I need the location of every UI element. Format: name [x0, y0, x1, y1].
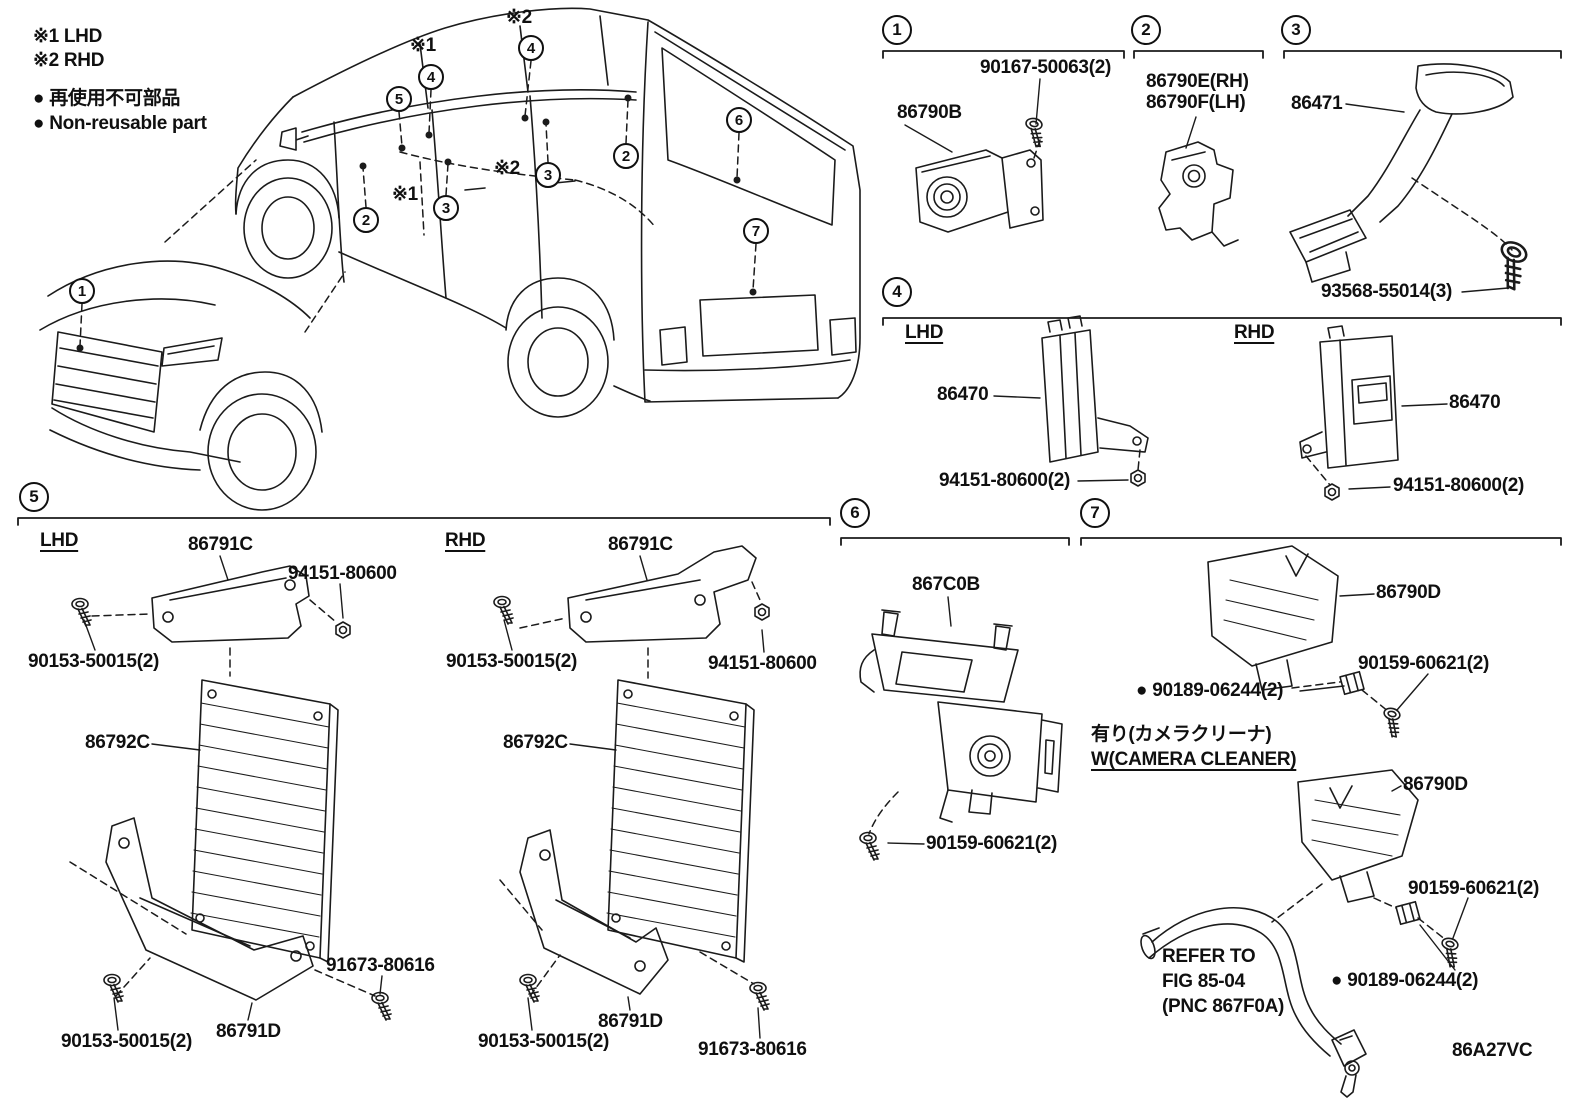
- part-number-86791D: 86791D: [216, 1021, 281, 1042]
- part-number-91673-80616: 91673-80616: [698, 1039, 807, 1060]
- vehicle-callout-3: 3: [535, 162, 561, 188]
- part-867C0B-drawing: [859, 609, 1063, 861]
- part-number-90159-60621: 90159-60621(2): [1408, 878, 1540, 899]
- vehicle-callout-2: 2: [613, 143, 639, 169]
- part-number-94151-80600: 94151-80600: [288, 563, 397, 584]
- camera-cleaner-note-en: W(CAMERA CLEANER): [1091, 749, 1297, 770]
- part-number-86471: 86471: [1291, 93, 1343, 114]
- part-number-86791C: 86791C: [188, 534, 253, 555]
- legend-jp-text: 再使用不可部品: [49, 88, 181, 109]
- drawing-code: 86A27VC: [1452, 1040, 1533, 1061]
- section-callout-4: 4: [882, 277, 912, 307]
- part-number-90153-50015: 90153-50015(2): [61, 1031, 193, 1052]
- grommet-text: 90189-06244(2): [1152, 680, 1284, 701]
- label-leaders: [83, 78, 1509, 1039]
- assembly-rhd-drawing: [493, 545, 770, 1011]
- refer-note-line3: (PNC 867F0A): [1162, 996, 1285, 1017]
- legend-nonreusable-jp: ●再使用不可部品: [33, 88, 181, 110]
- grommet-text: 90189-06244(2): [1347, 970, 1479, 991]
- legend-mark2: ※2 RHD: [33, 50, 105, 71]
- refer-note-line1: REFER TO: [1162, 946, 1256, 967]
- part-number-90159-60621: 90159-60621(2): [1358, 653, 1490, 674]
- cable-867F0A-drawing: [1140, 906, 1367, 1098]
- rhd-heading: RHD: [445, 530, 486, 551]
- ref-mark: ※2: [494, 158, 520, 179]
- part-number-86791C: 86791C: [608, 534, 673, 555]
- part-number-86790E: 86790E(RH): [1146, 71, 1249, 92]
- part-number-94151-80600: 94151-80600(2): [1393, 475, 1525, 496]
- section-callout-6: 6: [840, 498, 870, 528]
- section-callout-2: 2: [1131, 15, 1161, 45]
- part-number-86790D: 86790D: [1376, 582, 1441, 603]
- vehicle-callout-4: 4: [518, 35, 544, 61]
- lhd-heading: LHD: [40, 530, 79, 551]
- part-number-86792C: 86792C: [503, 732, 568, 753]
- part-86790B-drawing: [915, 116, 1047, 233]
- camera-cleaner-note-jp: 有り(カメラクリーナ): [1091, 724, 1272, 745]
- rhd-heading: RHD: [1234, 322, 1275, 343]
- vehicle-callout-4: 4: [418, 64, 444, 90]
- part-number-867C0B: 867C0B: [912, 574, 980, 595]
- part-number-86790D: 86790D: [1403, 774, 1468, 795]
- part-number-94151-80600: 94151-80600(2): [939, 470, 1071, 491]
- vehicle-drawing: [234, 7, 861, 418]
- part-number-86790F: 86790F(LH): [1146, 92, 1246, 113]
- part-number-90159-60621: 90159-60621(2): [926, 833, 1058, 854]
- section-callout-7: 7: [1080, 498, 1110, 528]
- lhd-heading: LHD: [905, 322, 944, 343]
- ref-mark: ※1: [392, 184, 418, 205]
- dashed-lines: [69, 60, 1513, 997]
- vehicle-callout-5: 5: [386, 86, 412, 112]
- nonreusable-dot-icon: ●: [1136, 680, 1148, 701]
- legend-mark1: ※1 LHD: [33, 26, 103, 47]
- part-number-94151-80600: 94151-80600: [708, 653, 817, 674]
- ref-mark: ※2: [506, 7, 532, 28]
- legend-nonreusable-en: ●Non-reusable part: [33, 113, 207, 135]
- refer-note-line2: FIG 85-04: [1162, 971, 1245, 992]
- leader-dots: [76, 94, 757, 352]
- part-number-90189-06244: ●90189-06244(2): [1136, 680, 1284, 702]
- part-number-86790B: 86790B: [897, 102, 962, 123]
- legend-en-text: Non-reusable part: [49, 113, 207, 134]
- vehicle-callout-3: 3: [433, 195, 459, 221]
- front-detail-drawing: [39, 260, 323, 511]
- part-number-90153-50015: 90153-50015(2): [28, 651, 160, 672]
- bullet-icon: ●: [33, 113, 45, 134]
- part-number-86791D: 86791D: [598, 1011, 663, 1032]
- part-number-91673-80616: 91673-80616: [326, 955, 435, 976]
- assembly-lhd-drawing: [71, 565, 392, 1021]
- part-86470-lhd-drawing: [1041, 315, 1149, 487]
- ref-mark: ※1: [410, 35, 436, 56]
- vehicle-callout-2: 2: [353, 207, 379, 233]
- part-86790E-drawing: [1158, 141, 1239, 247]
- section-brackets: [17, 50, 1562, 546]
- part-number-86470: 86470: [937, 384, 989, 405]
- section-callout-3: 3: [1281, 15, 1311, 45]
- part-86790D-drawings: [1207, 545, 1463, 969]
- part-number-90167-50063: 90167-50063(2): [980, 57, 1112, 78]
- nonreusable-dot-icon: ●: [1331, 970, 1343, 991]
- part-number-90153-50015: 90153-50015(2): [478, 1031, 610, 1052]
- part-number-86792C: 86792C: [85, 732, 150, 753]
- section-callout-1: 1: [882, 15, 912, 45]
- part-number-86470: 86470: [1449, 392, 1501, 413]
- part-86470-rhd-drawing: [1299, 325, 1399, 501]
- part-number-90153-50015: 90153-50015(2): [446, 651, 578, 672]
- bullet-icon: ●: [33, 88, 45, 109]
- part-number-90189-06244: ●90189-06244(2): [1331, 970, 1479, 992]
- vehicle-callout-6: 6: [726, 107, 752, 133]
- vehicle-callout-7: 7: [743, 218, 769, 244]
- part-number-93568-55014: 93568-55014(3): [1321, 281, 1453, 302]
- vehicle-callout-1: 1: [69, 278, 95, 304]
- section-callout-5: 5: [19, 482, 49, 512]
- part-86471-drawing: [1289, 63, 1535, 293]
